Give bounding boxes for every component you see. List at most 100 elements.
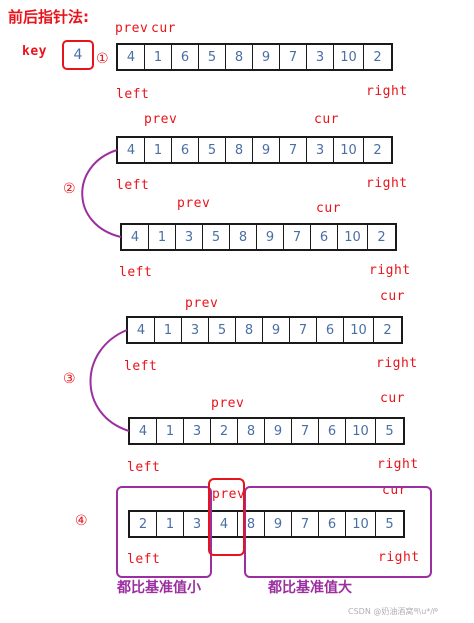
array-step-3a-cell-8: 10 — [344, 318, 374, 342]
prev-label-4: prev — [212, 487, 246, 502]
key-value: 4 — [73, 47, 83, 63]
array-step-2b-cell-1: 1 — [149, 225, 176, 249]
array-step-3b-cell-6: 7 — [292, 419, 319, 443]
array-step-3b-cell-4: 8 — [238, 419, 265, 443]
array-step-3a-cell-7: 6 — [317, 318, 344, 342]
array-step-2b-cell-7: 6 — [311, 225, 338, 249]
array-step-2a-cell-2: 6 — [172, 138, 199, 162]
array-step-4-cell-6: 7 — [292, 512, 319, 536]
prev-label-3a: prev — [185, 296, 219, 311]
step-2-marker: ② — [63, 181, 76, 197]
array-step-3b-cell-1: 1 — [157, 419, 184, 443]
array-step-3a-cell-0: 4 — [128, 318, 155, 342]
array-step-2a-cell-5: 9 — [253, 138, 280, 162]
step-3-marker: ③ — [63, 371, 76, 387]
prev-label-2a: prev — [144, 112, 178, 127]
array-step-1-cell-3: 5 — [199, 45, 226, 69]
prev-label-2b: prev — [177, 196, 211, 211]
step-4-marker: ④ — [75, 513, 88, 529]
connector-curve-step-2 — [81, 149, 122, 238]
array-step-3a-cell-6: 7 — [290, 318, 317, 342]
left-label-4: left — [127, 552, 161, 567]
left-label-3a: left — [124, 359, 158, 374]
key-label: key — [22, 44, 47, 59]
array-step-1-cell-2: 6 — [172, 45, 199, 69]
array-step-3b-cell-3: 2 — [211, 419, 238, 443]
array-step-2a-cell-8: 10 — [334, 138, 364, 162]
smaller-caption: 都比基准值小 — [117, 580, 201, 596]
array-step-1-cell-7: 3 — [307, 45, 334, 69]
cur-label-3b: cur — [380, 391, 405, 406]
array-step-1-cell-8: 10 — [334, 45, 364, 69]
array-step-2a-cell-0: 4 — [118, 138, 145, 162]
array-step-4-cell-4: 8 — [238, 512, 265, 536]
array-step-2b-cell-5: 9 — [257, 225, 284, 249]
cur-label-2a: cur — [314, 112, 339, 127]
array-step-1-cell-9: 2 — [373, 49, 382, 65]
right-label-3a: right — [376, 356, 418, 371]
array-step-3b-cell-9: 5 — [385, 423, 394, 439]
right-label-1: right — [366, 84, 408, 99]
cur-label-2b: cur — [316, 201, 341, 216]
array-step-2b-cell-8: 10 — [338, 225, 368, 249]
array-step-1-cell-0: 4 — [118, 45, 145, 69]
larger-caption: 都比基准值大 — [268, 580, 352, 596]
array-step-2a-cell-7: 3 — [307, 138, 334, 162]
array-step-3b-cell-2: 3 — [184, 419, 211, 443]
array-step-3b-cell-8: 10 — [346, 419, 376, 443]
left-label-1: left — [116, 87, 150, 102]
connector-curve-step-3 — [89, 329, 130, 432]
array-step-1-cell-1: 1 — [145, 45, 172, 69]
array-step-2a-cell-6: 7 — [280, 138, 307, 162]
page-title: 前后指针法: — [8, 8, 89, 26]
array-step-1-cell-5: 9 — [253, 45, 280, 69]
smaller-region-box — [116, 486, 212, 578]
array-step-2b-cell-3: 5 — [203, 225, 230, 249]
array-step-3b-cell-7: 6 — [319, 419, 346, 443]
key-box: 4 — [62, 40, 94, 70]
array-step-2a-cell-9: 2 — [373, 142, 382, 158]
array-step-2b-cell-0: 4 — [122, 225, 149, 249]
array-step-3a-cell-2: 3 — [182, 318, 209, 342]
left-label-3b: left — [127, 460, 161, 475]
array-step-4-cell-3: 4 — [211, 512, 238, 536]
array-step-3a-cell-3: 5 — [209, 318, 236, 342]
array-step-3a-cell-9: 2 — [383, 322, 392, 338]
step-1-marker: ① — [96, 51, 109, 67]
right-label-2b: right — [369, 263, 411, 278]
array-step-3b-cell-5: 9 — [265, 419, 292, 443]
array-step-3a-cell-5: 9 — [263, 318, 290, 342]
array-step-3a-cell-1: 1 — [155, 318, 182, 342]
prev-label-3b: prev — [211, 396, 245, 411]
cur-label-1: cur — [151, 21, 176, 36]
left-label-2a: left — [116, 178, 150, 193]
array-step-2b-cell-6: 7 — [284, 225, 311, 249]
array-step-2a-cell-3: 5 — [199, 138, 226, 162]
pivot-highlight-box — [208, 478, 245, 556]
array-step-1-cell-4: 8 — [226, 45, 253, 69]
array-step-2a-cell-1: 1 — [145, 138, 172, 162]
array-step-4-cell-7: 6 — [319, 512, 346, 536]
array-step-2b-cell-2: 3 — [176, 225, 203, 249]
array-step-4-cell-5: 9 — [265, 512, 292, 536]
array-step-4-cell-1: 1 — [157, 512, 184, 536]
array-step-2a-cell-4: 8 — [226, 138, 253, 162]
right-label-3b: right — [377, 457, 419, 472]
array-step-4-cell-0: 2 — [130, 512, 157, 536]
array-step-2b-cell-4: 8 — [230, 225, 257, 249]
left-label-2b: left — [119, 265, 153, 280]
array-step-4-cell-8: 10 — [346, 512, 376, 536]
array-step-3b-cell-0: 4 — [130, 419, 157, 443]
array-step-3a-cell-4: 8 — [236, 318, 263, 342]
cur-label-3a: cur — [380, 289, 405, 304]
right-label-2a: right — [366, 176, 408, 191]
watermark: CSDN @奶油酒窝ᖗ\u*/ᖘ — [348, 607, 439, 616]
array-step-2b-cell-9: 2 — [377, 229, 386, 245]
larger-region-box — [244, 486, 432, 578]
